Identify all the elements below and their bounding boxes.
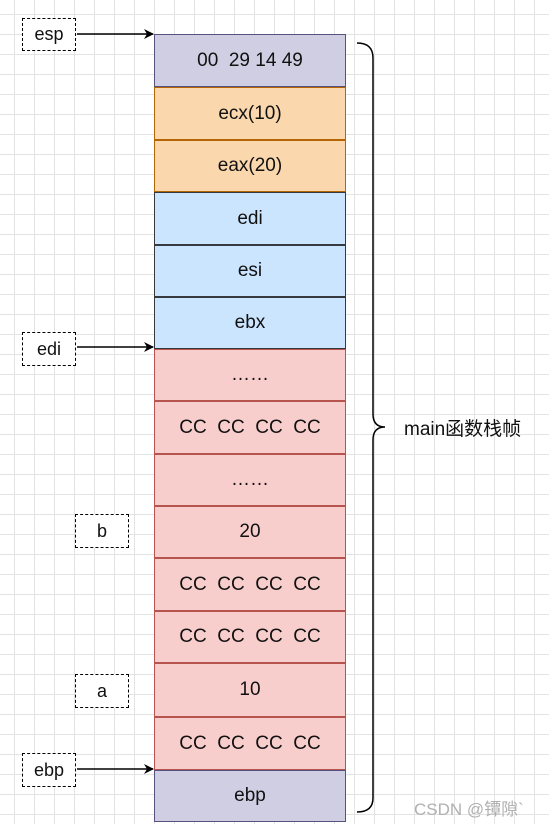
csdn-watermark: CSDN @镡隙` [414,800,524,819]
pointer-label-ebp: ebp [22,753,76,787]
stack-cell-esi: esi [154,245,346,297]
variable-label-b: b [75,514,129,548]
stack-cell-eax: eax(20) [154,140,346,192]
stack-cell-return-address: 00 29 14 49 [154,34,346,87]
stack-cell-ellipsis-1: …… [154,349,346,401]
pointer-label-esp: esp [22,18,76,51]
stack-cell-ebp: ebp [154,770,346,822]
stack-cell-cc-1: CC CC CC CC [154,401,346,454]
stack-cell-ellipsis-2: …… [154,454,346,506]
stack-cell-b-value: 20 [154,506,346,558]
stack-cell-ecx: ecx(10) [154,87,346,140]
pointer-label-edi: edi [22,332,76,366]
stack-cell-ebx: ebx [154,297,346,349]
stack-cell-a-value: 10 [154,663,346,717]
stack-cell-edi: edi [154,192,346,245]
variable-label-a: a [75,674,129,708]
stack-cell-cc-4: CC CC CC CC [154,717,346,770]
brace [356,42,386,813]
main-stack-frame-label: main函数栈帧 [404,419,522,440]
stack-cell-cc-2: CC CC CC CC [154,558,346,611]
stack-cell-cc-3: CC CC CC CC [154,611,346,663]
